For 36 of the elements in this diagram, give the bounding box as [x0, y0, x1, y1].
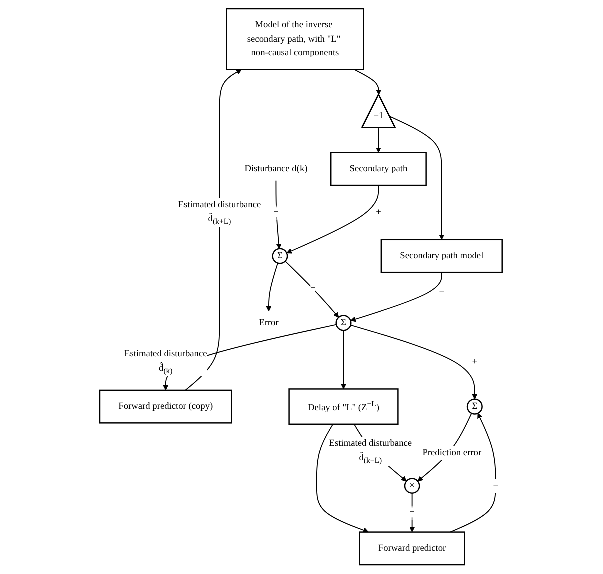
edge-label: Estimated disturbance d̂$_{(k)}$ [124, 349, 208, 376]
edge-label: − [494, 480, 499, 491]
node-box [289, 388, 400, 426]
arrow [390, 116, 445, 240]
node-text: Disturbance d(k) [245, 164, 308, 174]
edge-label: + [472, 356, 478, 367]
node-box [226, 8, 365, 70]
arrow [185, 69, 242, 391]
edge-label: Estimated disturbance d̂$_{(k+L)}$ [178, 200, 262, 226]
node-circle [336, 315, 352, 332]
node-text: Error [259, 318, 280, 328]
node-circle [404, 478, 421, 494]
arrow [341, 330, 347, 390]
arrow [266, 262, 279, 312]
arrow [350, 272, 443, 322]
arrow [287, 185, 380, 254]
edge-label: + [410, 508, 416, 518]
edge-label: + [376, 208, 382, 218]
edge-label: + [274, 208, 280, 218]
arrow [376, 128, 382, 154]
arrow [450, 413, 497, 533]
edge-label: Estimated disturbance d̂$_{(k−L)}$ [330, 438, 412, 465]
edge-label: Prediction error [423, 448, 482, 458]
arrow [285, 260, 340, 318]
arrow [276, 180, 282, 250]
arrow [354, 69, 382, 96]
node-box [100, 390, 233, 424]
node-circle [272, 248, 289, 264]
arrow [316, 424, 370, 534]
node-box [359, 532, 466, 566]
node-circle [467, 398, 484, 415]
edge-label: − [440, 286, 445, 297]
edge-label: + [310, 283, 316, 294]
node-box [330, 152, 428, 186]
block-diagram: + + + − Estimated disturbance d̂$_{(k)}$ + Estimated disturbance d̂$_{(k+L)}$ Estimated disturbance d̂$_{(k−L)}$ − Prediction error + Model of the inverse secondary path, with "L" non-causal components −1 Secondary path Σ Secondary path model Σ Forward predictor (copy) Delay of "L" (Z$^{−L}$) Forward predictor Σ × Disturbance d(k) Error [95, 4, 508, 570]
node-box [381, 239, 504, 274]
